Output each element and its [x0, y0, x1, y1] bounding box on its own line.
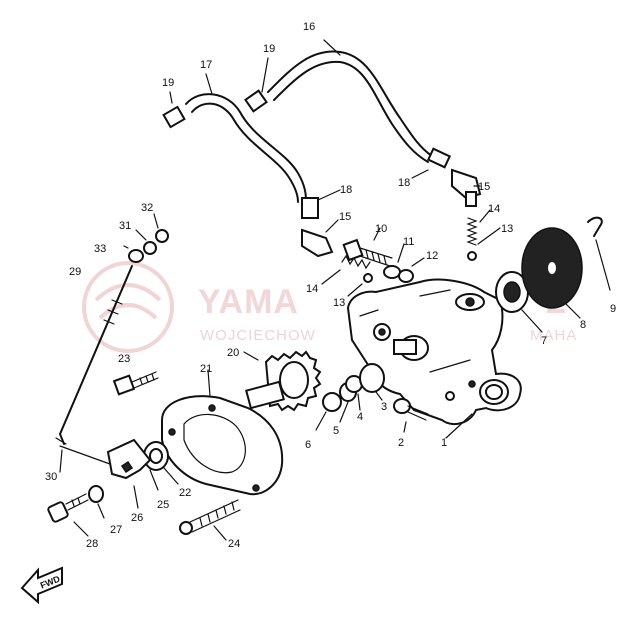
bolt-23: [112, 371, 159, 396]
cable-29: [55, 265, 133, 473]
label-18a: 18: [340, 184, 352, 196]
label-8: 8: [580, 319, 586, 331]
label-12: 12: [426, 250, 438, 262]
label-21: 21: [200, 363, 212, 375]
part-labels: 1 2 3 4 5 6 7 8 9 10 11 12 13 13 14 14 1…: [45, 21, 616, 550]
hose-16: [267, 39, 433, 163]
label-16: 16: [303, 21, 315, 33]
label-28: 28: [86, 538, 98, 550]
disc-8: [521, 227, 583, 319]
fitting-18b: [411, 147, 452, 179]
label-17: 17: [200, 59, 212, 71]
fitting-18a: [301, 189, 341, 219]
washer-12: [398, 269, 414, 283]
washer-6: [322, 392, 342, 412]
washer-27: [88, 485, 104, 503]
label-13b: 13: [501, 223, 513, 235]
bolt-24: [179, 499, 241, 541]
bolt-10: [342, 227, 393, 267]
label-31: 31: [119, 220, 131, 232]
label-19a: 19: [162, 77, 174, 89]
label-27: 27: [110, 524, 122, 536]
label-26: 26: [131, 512, 143, 524]
label-20: 20: [227, 347, 239, 359]
spring-14a: [321, 254, 371, 285]
label-22: 22: [179, 487, 191, 499]
lever-26: [106, 438, 159, 509]
fitting-19a: [162, 91, 186, 129]
label-9: 9: [610, 303, 616, 315]
label-14a: 14: [306, 283, 318, 295]
hose-17: [185, 73, 307, 203]
oil-seal-7: [495, 271, 543, 333]
label-3: 3: [381, 401, 387, 413]
label-7: 7: [541, 335, 547, 347]
watermark-sub: WOJCIECHOW: [200, 327, 316, 344]
label-4: 4: [357, 411, 363, 423]
cotter-pin-9: [587, 216, 611, 291]
screw-2: [393, 398, 429, 433]
label-13a: 13: [333, 297, 345, 309]
spring-14b: [466, 209, 491, 246]
label-10: 10: [375, 223, 387, 235]
banjo-15b: [451, 168, 482, 207]
banjo-15a: [301, 219, 339, 258]
fwd-arrow-icon: FWD: [20, 566, 63, 605]
watermark-sub-tail: MAHA: [530, 327, 577, 344]
label-15b: 15: [478, 181, 490, 193]
washer-33: [128, 249, 144, 263]
pump-cover-21: [161, 369, 284, 496]
label-11: 11: [403, 236, 414, 248]
label-5: 5: [333, 425, 339, 437]
label-29: 29: [69, 266, 81, 278]
label-32: 32: [141, 202, 153, 214]
nut-32: [155, 229, 169, 243]
label-14b: 14: [488, 203, 500, 215]
label-19b: 19: [263, 43, 275, 55]
label-30: 30: [45, 471, 57, 483]
watermark-logo-icon: [82, 261, 174, 353]
label-1: 1: [441, 437, 447, 449]
fitting-19b: [244, 57, 269, 113]
label-2: 2: [398, 437, 404, 449]
pump-body-1: [346, 278, 522, 439]
label-15a: 15: [339, 211, 351, 223]
ball-13a: [363, 273, 373, 283]
bolt-28: [47, 493, 89, 537]
shaft-3: [359, 363, 385, 401]
label-23: 23: [118, 353, 130, 365]
label-6: 6: [305, 439, 311, 451]
label-25: 25: [157, 499, 169, 511]
label-33: 33: [94, 243, 106, 255]
label-18b: 18: [398, 177, 410, 189]
label-24: 24: [228, 538, 240, 550]
ball-13b: [467, 251, 477, 261]
nut-31: [143, 241, 157, 255]
gear-20: [243, 350, 322, 412]
watermark-brand: YAMA: [198, 283, 299, 321]
washer-11: [383, 265, 401, 279]
